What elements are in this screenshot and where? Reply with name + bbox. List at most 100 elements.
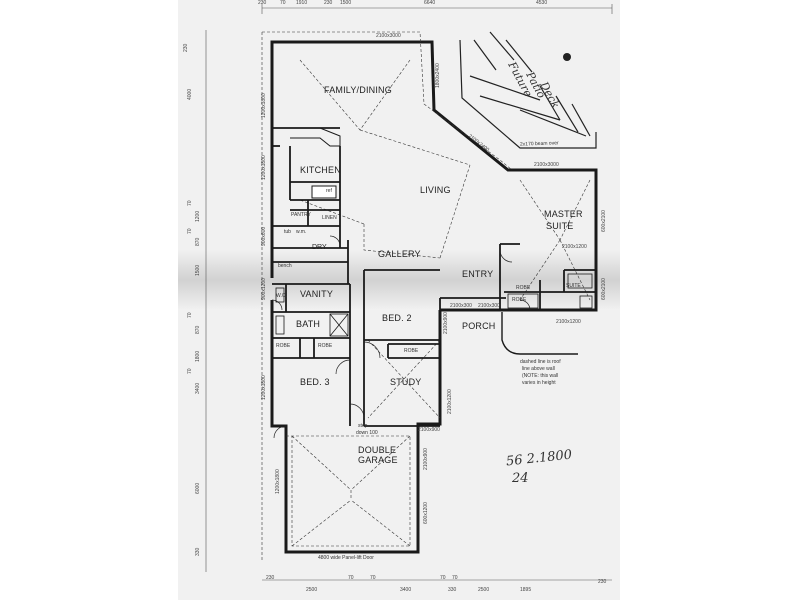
- room-linen: LINEN: [322, 215, 337, 221]
- room-bath: BATH: [296, 319, 321, 329]
- scan-noise-band: [178, 250, 620, 310]
- dim-left-1: 230: [183, 43, 189, 52]
- laundry-tub: tub: [284, 229, 291, 235]
- dim-bottom-2: 2500: [306, 587, 318, 593]
- dim-left-8: 70: [187, 312, 193, 318]
- dim-left-5: 70: [187, 228, 193, 234]
- dim-left-3: 70: [187, 200, 193, 206]
- dim-left-14: 330: [195, 547, 201, 556]
- note-step-1: step: [358, 423, 368, 429]
- window-label-19: 1200x1800: [275, 469, 281, 494]
- note-step-2: down 100: [356, 430, 378, 436]
- room-master-suite: SUITE: [546, 221, 574, 231]
- room-ensuite: SUITE: [566, 283, 581, 289]
- room-dry: DRY: [312, 244, 327, 251]
- dim-bottom-5: 3400: [400, 587, 412, 593]
- room-kitchen: KITCHEN: [300, 165, 341, 175]
- room-wc: W.C.: [276, 293, 287, 299]
- dim-bottom-6: 70: [440, 575, 446, 581]
- note-dashed-1: dashed line is roof: [520, 359, 561, 365]
- dim-left-11: 70: [187, 368, 193, 374]
- dim-bottom-3: 70: [348, 575, 354, 581]
- room-ref: ref: [326, 188, 332, 194]
- dim-left-7: 1500: [195, 264, 201, 276]
- dim-left-6: 870: [195, 237, 201, 246]
- window-label-2: 1800x2400: [435, 63, 441, 88]
- robe-label-a: ROBE: [276, 343, 291, 349]
- room-vanity: VANITY: [300, 289, 334, 299]
- dim-top-7: 4530: [536, 0, 548, 6]
- window-label-8: 2100x300: [450, 303, 472, 309]
- window-label-14: 1200x1800: [261, 375, 267, 400]
- room-pantry: PANTRY: [291, 212, 311, 218]
- room-porch: PORCH: [462, 321, 496, 331]
- handwriting-figure: 24: [512, 471, 529, 486]
- dim-bottom-10: 1895: [520, 587, 532, 593]
- outer-walls: [270, 40, 598, 554]
- window-label-4: 2100x3000: [534, 162, 559, 168]
- room-entry: ENTRY: [462, 269, 494, 279]
- window-label-15: 2100x900: [443, 312, 449, 334]
- dim-left-4: 1200: [195, 210, 201, 222]
- room-gallery: GALLERY: [378, 249, 421, 259]
- roof-lines: [261, 31, 591, 560]
- room-study: STUDY: [390, 377, 422, 387]
- room-master: MASTER: [544, 209, 583, 219]
- note-dashed-4: varies in height: [522, 380, 556, 386]
- north-marker: [563, 53, 571, 61]
- door-swings: [271, 235, 531, 439]
- robe-label-b: ROBE: [318, 343, 333, 349]
- window-label-21: 2100x1200: [562, 244, 587, 250]
- dim-bottom-8: 330: [448, 587, 457, 593]
- robe-label-e: ROBE: [512, 297, 527, 303]
- window-label-9: 2100x300: [478, 303, 500, 309]
- window-label-16: 2100x1200: [447, 389, 453, 414]
- robe-label-d: ROBE: [516, 285, 531, 291]
- bath-fixtures: [275, 273, 593, 337]
- future-deck-boards: [459, 31, 597, 149]
- dim-top-2: 70: [280, 0, 286, 6]
- room-family-dining: FAMILY/DINING: [324, 85, 392, 95]
- kitchen-bench: [290, 127, 341, 199]
- porch-path: [501, 312, 578, 355]
- window-label-1: 2100x3000: [376, 33, 401, 39]
- window-label-6: 1200x1800: [261, 155, 267, 180]
- note-dashed-3: (NOTE: this wall: [522, 373, 559, 379]
- dim-left-10: 1800: [195, 350, 201, 362]
- dim-bottom-11: 230: [598, 579, 607, 585]
- window-label-20: 600x1200: [423, 502, 429, 524]
- laundry-bench: bench: [278, 263, 292, 269]
- window-label-7: 900x600: [261, 226, 267, 246]
- room-bed-3: BED. 3: [300, 377, 330, 387]
- dim-left-12: 3400: [195, 382, 201, 394]
- note-garage-door: 4800 wide Panel-lift Door: [318, 555, 374, 561]
- dim-top-3: 1910: [296, 0, 308, 6]
- dim-left-9: 870: [195, 325, 201, 334]
- dim-bottom-4: 70: [370, 575, 376, 581]
- window-label-11: 600x2100: [601, 210, 607, 232]
- window-label-17: 2100x900: [418, 427, 440, 433]
- scanned-paper: [178, 0, 620, 600]
- room-bed-2: BED. 2: [382, 313, 412, 323]
- window-label-18: 2100x900: [423, 448, 429, 470]
- dim-bottom-1: 230: [266, 575, 275, 581]
- window-label-5: 1200x1800: [261, 93, 267, 118]
- window-label-13: 900x1200: [261, 278, 267, 300]
- dim-top-4: 230: [324, 0, 333, 6]
- interior-walls: [272, 127, 596, 427]
- room-living: LIVING: [420, 185, 451, 195]
- dim-top-5: 1500: [340, 0, 352, 6]
- dim-top-6: 6640: [424, 0, 436, 6]
- window-label-10: 2100x1200: [556, 319, 581, 325]
- window-label-12: 600x2100: [601, 278, 607, 300]
- dim-left-13: 6000: [195, 482, 201, 494]
- laundry-wm: w.m.: [296, 229, 307, 235]
- dim-bottom-7: 70: [452, 575, 458, 581]
- dimension-lines: [205, 4, 613, 581]
- note-dashed-2: line above wall: [522, 366, 555, 372]
- robe-label-c: ROBE: [404, 348, 419, 354]
- dim-bottom-9: 2500: [478, 587, 490, 593]
- dim-top-1: 230: [258, 0, 267, 6]
